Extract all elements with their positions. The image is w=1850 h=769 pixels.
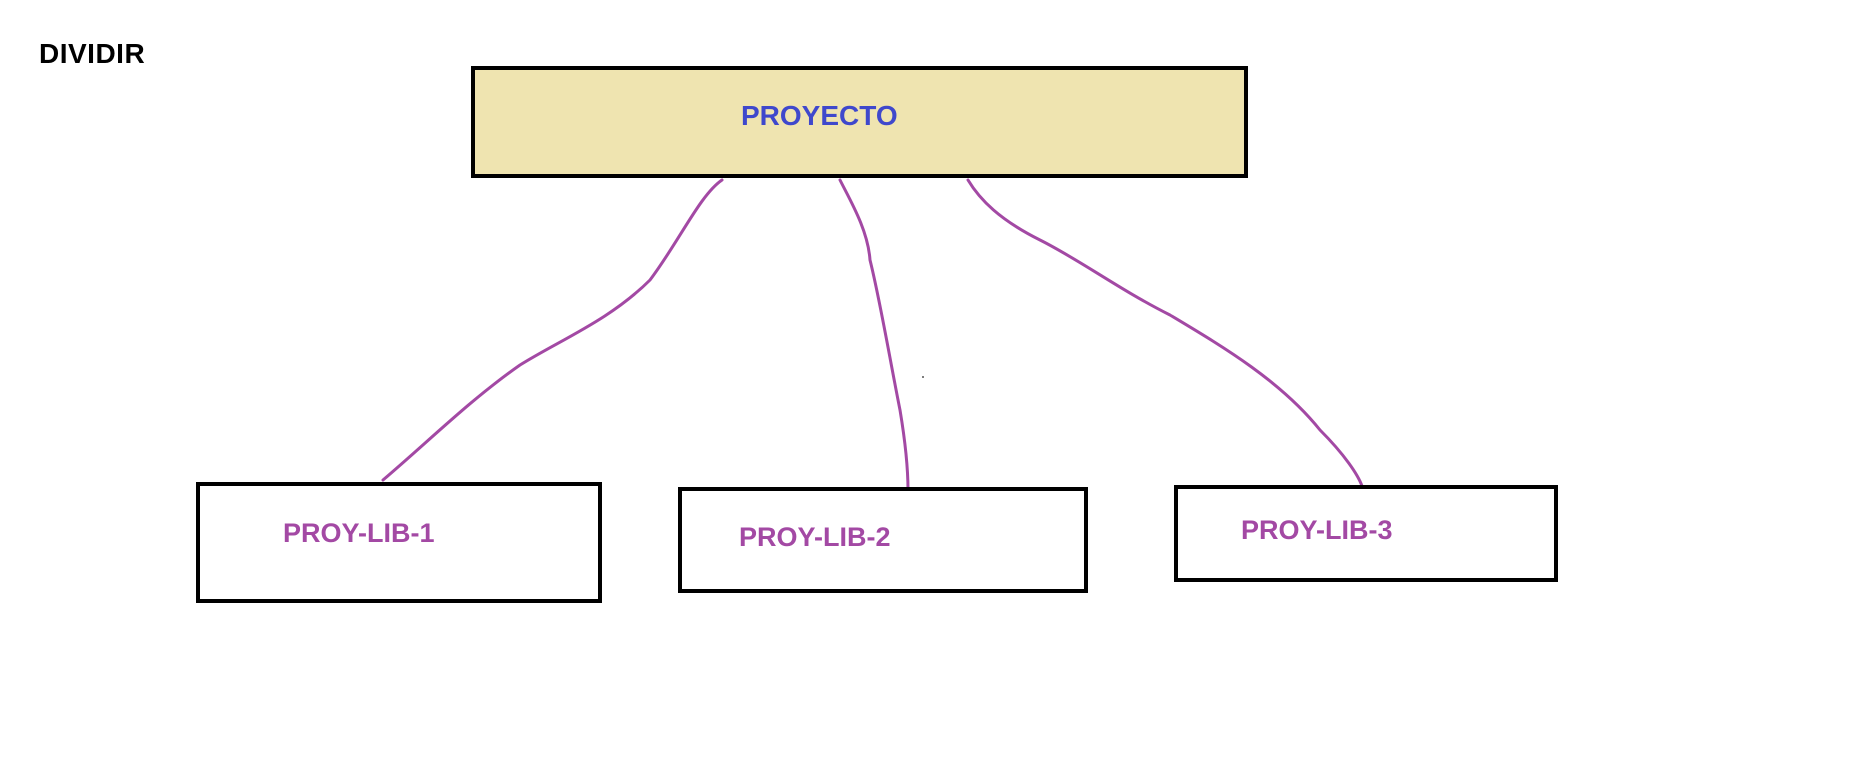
root-node-label: PROYECTO <box>741 100 898 131</box>
connector-root-to-child-1 <box>381 178 724 482</box>
child-node-2: PROY-LIB-2 <box>678 487 1088 593</box>
stray-dot <box>922 376 924 378</box>
child-node-3: PROY-LIB-3 <box>1174 485 1558 582</box>
connector-root-to-child-3 <box>966 178 1364 488</box>
diagram-title: DIVIDIR <box>39 38 146 69</box>
child-node-label: PROY-LIB-2 <box>739 522 891 552</box>
connector-root-to-child-2 <box>838 178 910 492</box>
child-node-1: PROY-LIB-1 <box>196 482 602 603</box>
child-node-label: PROY-LIB-1 <box>283 518 435 548</box>
child-node-label: PROY-LIB-3 <box>1241 515 1393 545</box>
root-node-proyecto: PROYECTO <box>471 66 1248 178</box>
